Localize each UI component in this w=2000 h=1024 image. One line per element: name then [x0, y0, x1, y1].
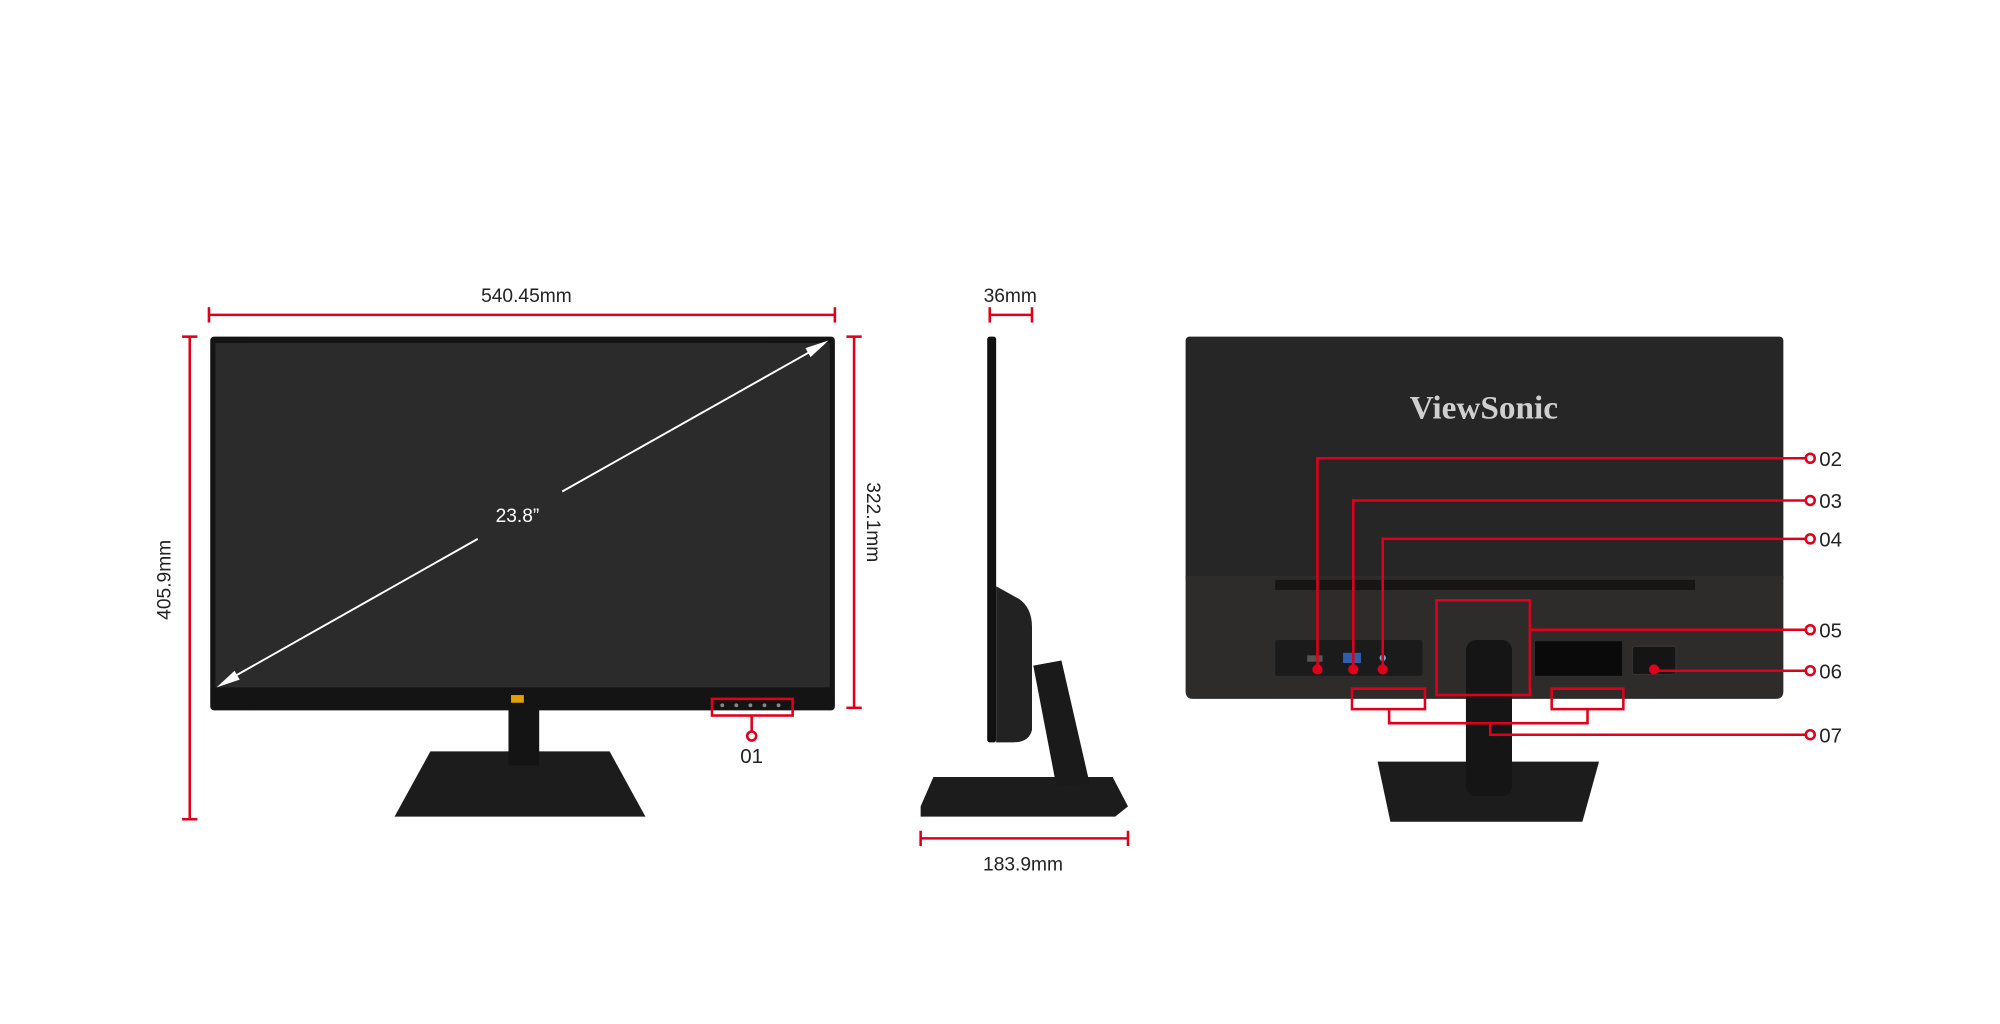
callout-04-marker — [1377, 533, 1816, 675]
width-dimension-line — [207, 307, 837, 323]
callout-04-label: 04 — [1819, 529, 1842, 552]
front-stand-base — [394, 751, 646, 817]
front-view: 23.8” 540.45mm 405.9mm 322.1mm 01 — [155, 286, 883, 821]
panel-height-dimension-line — [846, 335, 862, 710]
callout-01-marker — [710, 697, 794, 742]
label-sticker — [1535, 641, 1623, 676]
side-stand-base — [920, 776, 1128, 817]
callout-03-label: 03 — [1819, 490, 1842, 513]
callout-02-label: 02 — [1819, 448, 1842, 471]
callout-01-label: 01 — [740, 745, 763, 768]
depth-dimension-line — [988, 307, 1034, 323]
callout-06-marker — [1648, 664, 1816, 677]
back-stand-neck — [1465, 640, 1512, 797]
diagonal-label: 23.8” — [496, 506, 540, 527]
diagonal-arrow — [216, 340, 829, 688]
side-panel — [987, 336, 997, 743]
callout-07-marker — [1350, 687, 1816, 741]
total-height-label: 405.9mm — [155, 540, 176, 620]
panel-height-label: 322.1mm — [862, 482, 883, 562]
viewsonic-logo-icon — [511, 695, 524, 703]
vent-grille — [1275, 579, 1696, 591]
hdmi-port — [1307, 655, 1323, 662]
osd-buttons — [720, 703, 781, 708]
callout-07-label: 07 — [1819, 724, 1842, 747]
back-view: ViewSonic 02 0 — [1185, 336, 1842, 822]
front-stand-neck — [508, 706, 540, 766]
brand-logo: ViewSonic — [1410, 390, 1558, 427]
width-label: 540.45mm — [481, 286, 572, 307]
base-depth-dimension-line — [919, 830, 1130, 847]
callout-06-label: 06 — [1819, 660, 1842, 683]
side-view: 36mm 183.9mm — [919, 286, 1130, 875]
callout-03-marker — [1348, 494, 1816, 675]
panel-depth-label: 36mm — [984, 286, 1037, 307]
total-height-dimension-line — [182, 335, 198, 821]
side-stand-arm — [1033, 660, 1090, 786]
side-back-housing — [996, 586, 1032, 743]
callout-02-marker — [1312, 452, 1816, 675]
callout-05-marker — [1435, 599, 1816, 697]
base-depth-label: 183.9mm — [983, 854, 1063, 875]
callout-05-label: 05 — [1819, 619, 1842, 642]
